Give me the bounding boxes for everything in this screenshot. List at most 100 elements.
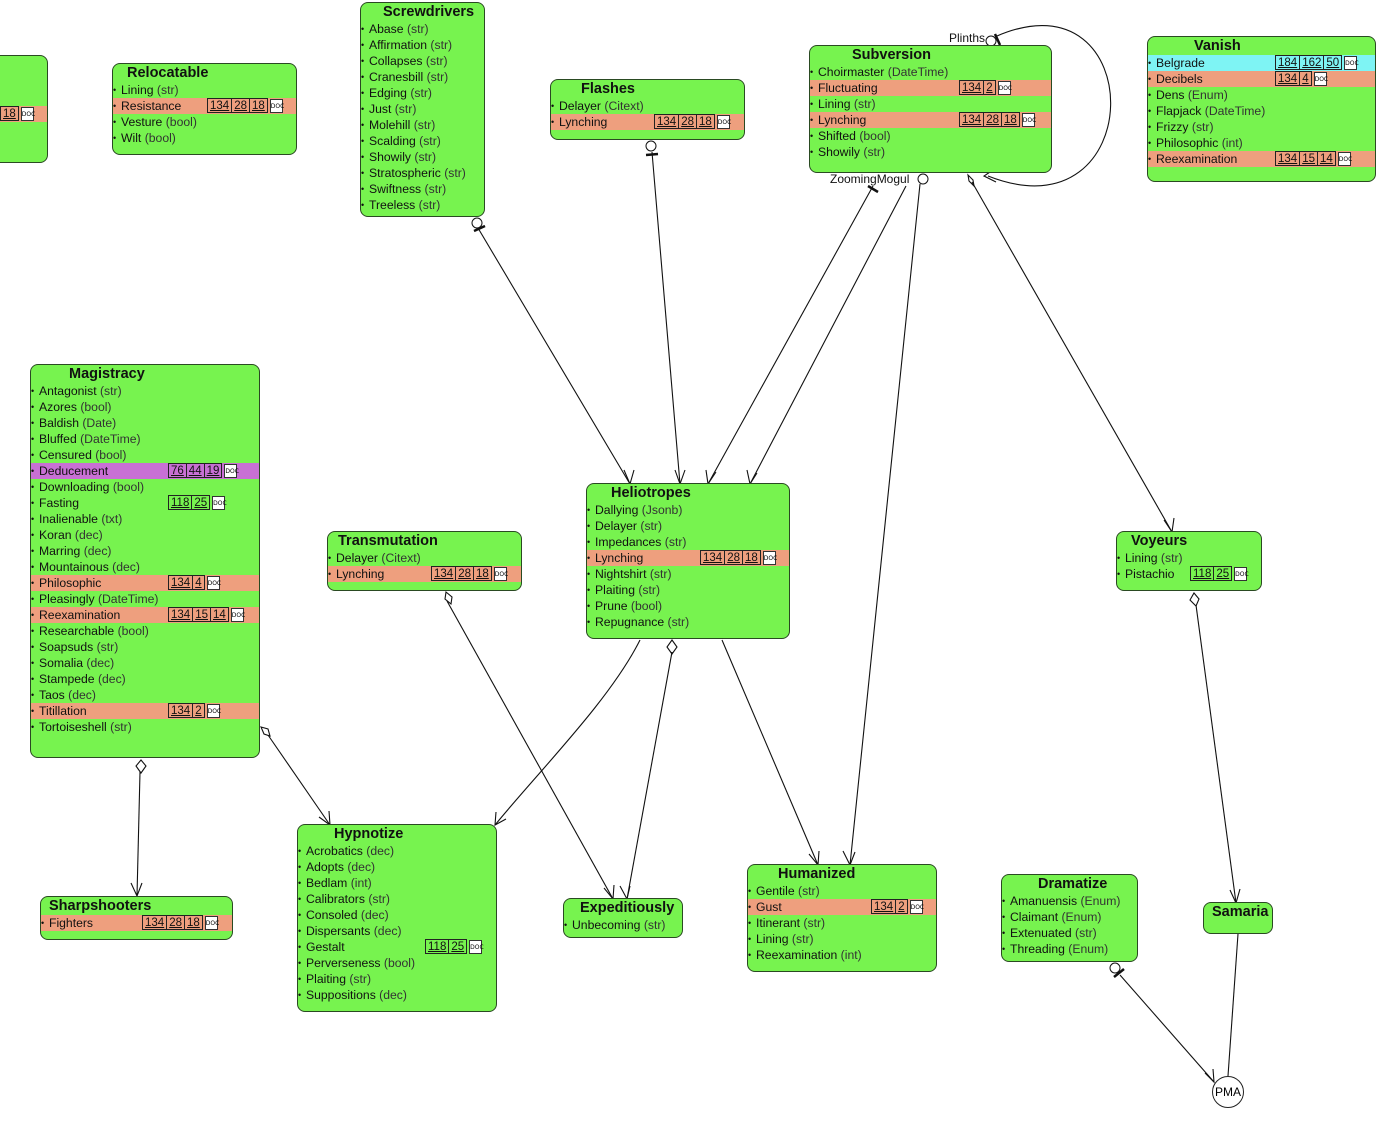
document-icon[interactable]: DOC — [716, 114, 731, 129]
attribute-row[interactable]: Just (str) — [361, 101, 484, 117]
attribute-row[interactable]: Claimant (Enum) — [1002, 909, 1137, 925]
attribute-row[interactable]: Pleasingly (DateTime) — [31, 591, 259, 607]
attribute-row[interactable]: Prune (bool) — [587, 598, 789, 614]
index-badge[interactable]: 134 — [871, 899, 897, 914]
attribute-row[interactable]: Impedances (str) — [587, 534, 789, 550]
attribute-row[interactable]: Wilt (bool) — [113, 130, 296, 146]
attribute-row[interactable]: Swiftness (str) — [361, 181, 484, 197]
pma-node[interactable]: PMA — [1212, 1076, 1244, 1108]
entity-dramatize[interactable]: DramatizeAmanuensis (Enum)Claimant (Enum… — [1001, 874, 1138, 962]
attribute-row[interactable]: Abase (str) — [361, 21, 484, 37]
entity-hypnotize[interactable]: HypnotizeAcrobatics (dec)Adopts (dec)Bed… — [297, 824, 497, 1012]
index-badge[interactable]: 28 — [983, 112, 1002, 127]
document-icon[interactable]: DOC — [212, 495, 227, 510]
index-badge[interactable]: 134 — [654, 114, 680, 129]
index-badge[interactable]: 18 — [472, 566, 492, 581]
attribute-row[interactable]: Marring (dec) — [31, 543, 259, 559]
index-badge[interactable]: 4 — [192, 575, 205, 590]
attribute-row[interactable]: Mountainous (dec) — [31, 559, 259, 575]
index-badge[interactable]: 134 — [959, 80, 985, 95]
attribute-row[interactable]: Lining (str) — [810, 96, 1051, 112]
attribute-row[interactable]: Tortoiseshell (str) — [31, 719, 259, 735]
attribute-row[interactable]: Azores (bool) — [31, 399, 259, 415]
attribute-row[interactable]: Somalia (dec) — [31, 655, 259, 671]
attribute-row[interactable]: Showily (str) — [810, 144, 1051, 160]
index-badge[interactable]: 134 — [168, 575, 194, 590]
index-badge[interactable]: 134 — [431, 566, 457, 581]
attribute-row[interactable]: Baldish (Date) — [31, 415, 259, 431]
index-badge[interactable]: 2 — [895, 899, 908, 914]
attribute-row[interactable]: Dens (Enum) — [1148, 87, 1375, 103]
attribute-row[interactable]: Reexamination (int) — [748, 947, 936, 963]
index-badge[interactable]: 14 — [1316, 151, 1336, 166]
document-icon[interactable]: DOC — [204, 915, 219, 930]
attribute-row[interactable]: Itinerant (str) — [748, 915, 936, 931]
attribute-row[interactable]: Delayer (Citext) — [328, 550, 521, 566]
index-badge[interactable]: 18 — [183, 915, 203, 930]
entity-flashes[interactable]: FlashesDelayer (Citext)Lynching1342818DO… — [550, 79, 745, 140]
index-badge[interactable]: 18 — [741, 550, 761, 565]
attribute-row[interactable]: Vesture (bool) — [113, 114, 296, 130]
document-icon[interactable]: DOC — [762, 550, 777, 565]
index-badge[interactable]: 118 — [1190, 566, 1215, 581]
index-badge[interactable]: 118 — [168, 495, 193, 510]
attribute-row[interactable]: Edging (str) — [361, 85, 484, 101]
attribute-row[interactable]: Extenuated (str) — [1002, 925, 1137, 941]
document-icon[interactable]: DOC — [206, 575, 221, 590]
index-badge[interactable]: 134 — [959, 112, 985, 127]
index-badge[interactable]: 4 — [1299, 71, 1312, 86]
index-badge[interactable]: 25 — [1213, 566, 1233, 581]
document-icon[interactable]: DOC — [20, 106, 35, 121]
attribute-row[interactable]: Plaiting (str) — [587, 582, 789, 598]
attribute-row[interactable]: Downloading (bool) — [31, 479, 259, 495]
document-icon[interactable]: DOC — [1344, 55, 1359, 70]
document-icon[interactable]: DOC — [997, 80, 1012, 95]
index-badge[interactable]: 28 — [455, 566, 474, 581]
attribute-row[interactable]: Soapsuds (str) — [31, 639, 259, 655]
index-badge[interactable]: 44 — [185, 463, 205, 478]
attribute-row[interactable]: Molehill (str) — [361, 117, 484, 133]
index-badge[interactable]: 184 — [1275, 55, 1301, 70]
attribute-row[interactable]: Consoled (dec) — [298, 907, 496, 923]
attribute-row[interactable]: Amanuensis (Enum) — [1002, 893, 1137, 909]
attribute-row[interactable]: Shifted (bool) — [810, 128, 1051, 144]
index-badge[interactable]: 15 — [192, 607, 211, 622]
document-icon[interactable]: DOC — [269, 98, 284, 113]
document-icon[interactable]: DOC — [230, 607, 245, 622]
index-badge[interactable]: 18 — [1000, 112, 1020, 127]
attribute-row[interactable]: Threading (Enum) — [1002, 941, 1137, 957]
attribute-row[interactable]: Repugnance (str) — [587, 614, 789, 630]
index-badge[interactable]: 134 — [168, 703, 194, 718]
attribute-row[interactable]: Censured (bool) — [31, 447, 259, 463]
index-badge[interactable]: 18 — [248, 98, 268, 113]
attribute-row[interactable]: Flapjack (DateTime) — [1148, 103, 1375, 119]
entity-subversion[interactable]: SubversionChoirmaster (DateTime)Fluctuat… — [809, 45, 1052, 173]
attribute-row[interactable]: Calibrators (str) — [298, 891, 496, 907]
index-badge[interactable]: 25 — [191, 495, 211, 510]
index-badge[interactable]: 134 — [1275, 151, 1301, 166]
index-badge[interactable]: 28 — [678, 114, 697, 129]
index-badge[interactable]: 76 — [168, 463, 187, 478]
index-badge[interactable]: 19 — [203, 463, 223, 478]
attribute-row[interactable]: Bluffed (DateTime) — [31, 431, 259, 447]
entity-vanish[interactable]: VanishBelgrade18416250DOCDecibels1344DOC… — [1147, 36, 1376, 182]
attribute-row[interactable]: Frizzy (str) — [1148, 119, 1375, 135]
attribute-row[interactable]: Acrobatics (dec) — [298, 843, 496, 859]
attribute-row[interactable]: Suppositions (dec) — [298, 987, 496, 1003]
attribute-row[interactable]: Perverseness (bool) — [298, 955, 496, 971]
index-badge[interactable]: 134 — [207, 98, 233, 113]
document-icon[interactable]: DOC — [469, 939, 484, 954]
attribute-row[interactable]: Philosophic (int) — [1148, 135, 1375, 151]
index-badge[interactable]: 18 — [0, 106, 19, 121]
attribute-row[interactable]: Researchable (bool) — [31, 623, 259, 639]
document-icon[interactable]: DOC — [493, 566, 508, 581]
entity-magistracy[interactable]: MagistracyAntagonist (str)Azores (bool)B… — [30, 364, 260, 758]
entity-relocatable[interactable]: RelocatableLining (str)Resistance1342818… — [112, 63, 297, 155]
